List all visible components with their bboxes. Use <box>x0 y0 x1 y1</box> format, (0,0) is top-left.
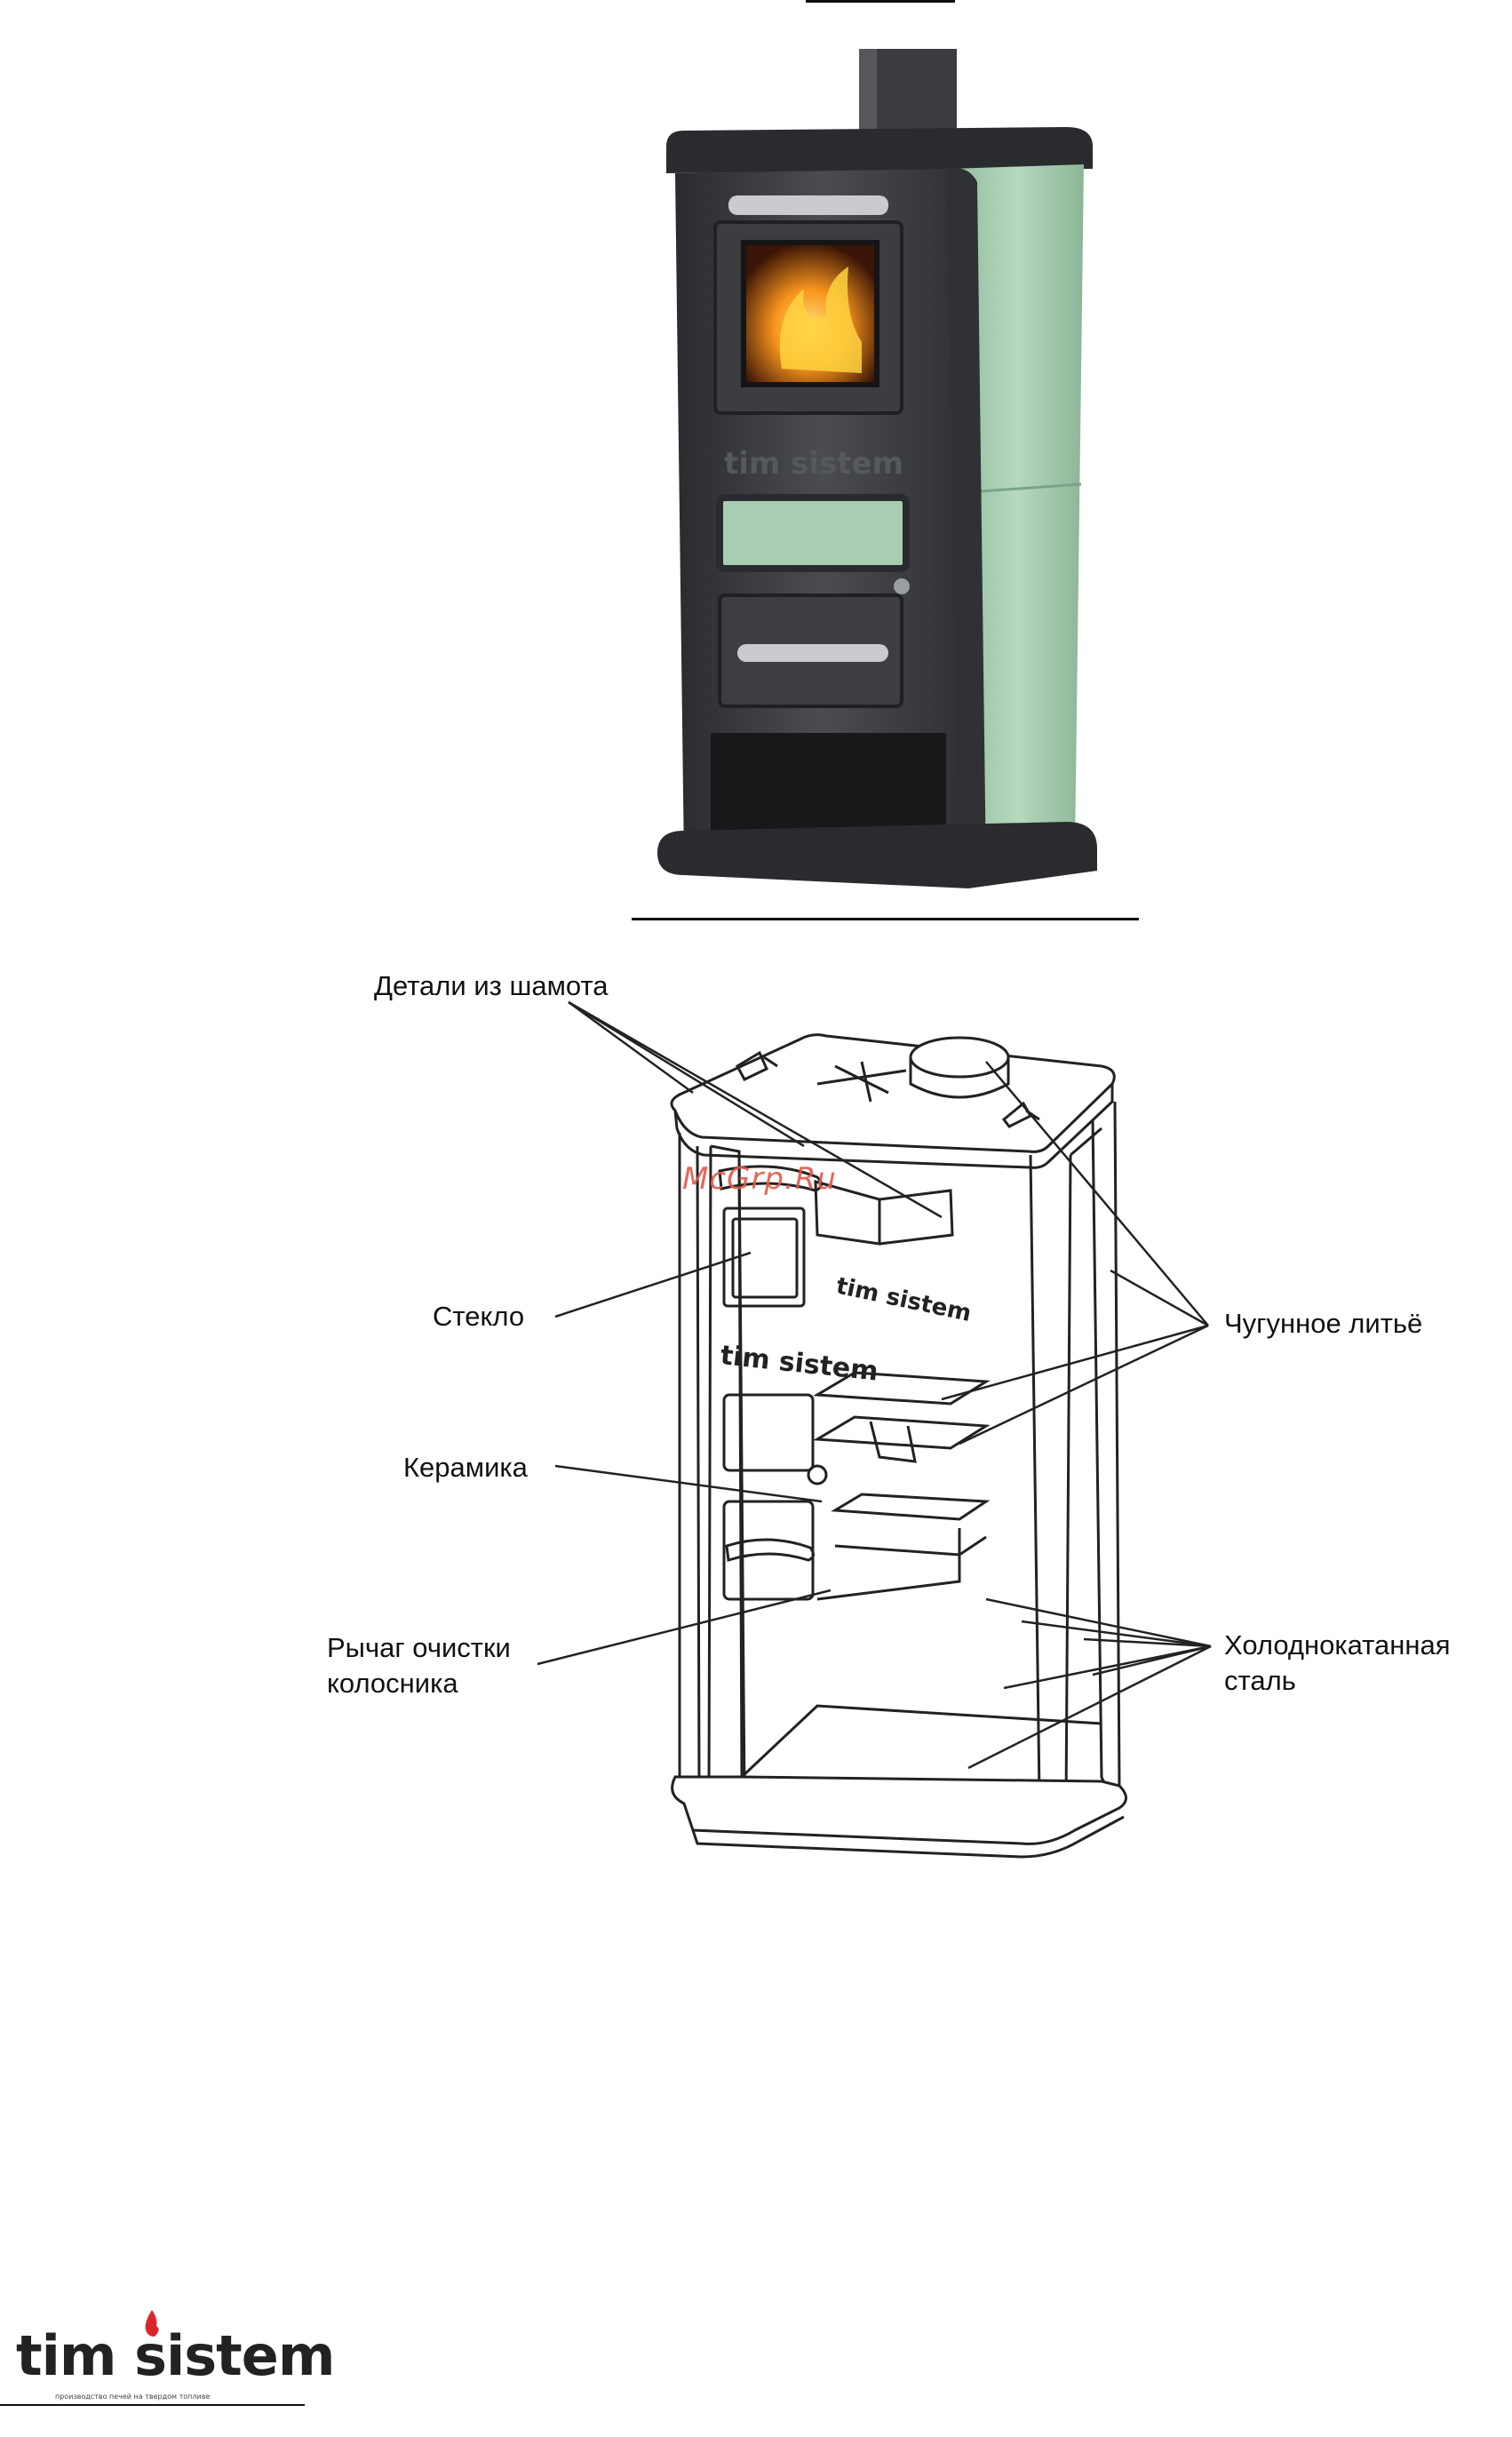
label-cast-iron: Чугунное литьё <box>1224 1306 1422 1342</box>
label-ceramic: Керамика <box>403 1450 528 1485</box>
footer-tagline: производство печей на твердом топливе <box>55 2393 210 2401</box>
label-grate-lever: Рычаг очистки колосника <box>327 1630 511 1701</box>
footer-rule <box>0 2404 305 2406</box>
label-cold-rolled-steel: Холоднокатанная сталь <box>1224 1628 1451 1699</box>
label-glass: Стекло <box>433 1299 524 1334</box>
label-fireclay: Детали из шамота <box>374 968 609 1004</box>
footer-logo: tim sistem <box>16 2323 334 2388</box>
